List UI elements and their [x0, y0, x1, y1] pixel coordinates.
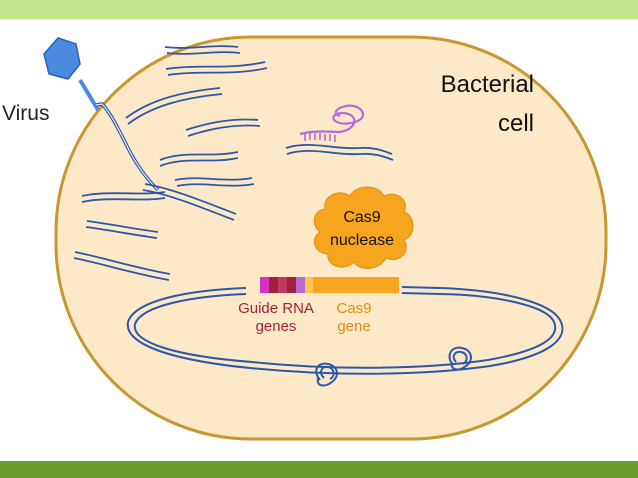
virus-label: Virus [2, 102, 49, 125]
virus-icon [43, 37, 160, 192]
bacterial-cell-label-line1: Bacterial [441, 71, 534, 98]
top-accent-bar [0, 0, 638, 19]
cas9-nuclease-label-line1: Cas9 [343, 209, 380, 226]
cas9-nuclease-label-line2: nuclease [330, 232, 394, 249]
rna-complex-icon [285, 104, 394, 161]
viral-dna-fragments [73, 45, 268, 281]
cas9-gene-block [313, 277, 399, 293]
cas9-nuclease-cloud [313, 186, 414, 269]
cas9-gene-label-line1: Cas9 [336, 300, 371, 317]
guide-rna-genes-label-line1: Guide RNA [238, 300, 314, 317]
bottom-accent-bar [0, 461, 638, 478]
guide-rna-genes-label-line2: genes [256, 318, 297, 335]
chromosome-icon [126, 286, 564, 387]
guide-rna-genes-block [260, 277, 313, 293]
bacterial-cell-label-line2: cell [498, 110, 534, 137]
cas9-gene-label-line2: gene [337, 318, 370, 335]
